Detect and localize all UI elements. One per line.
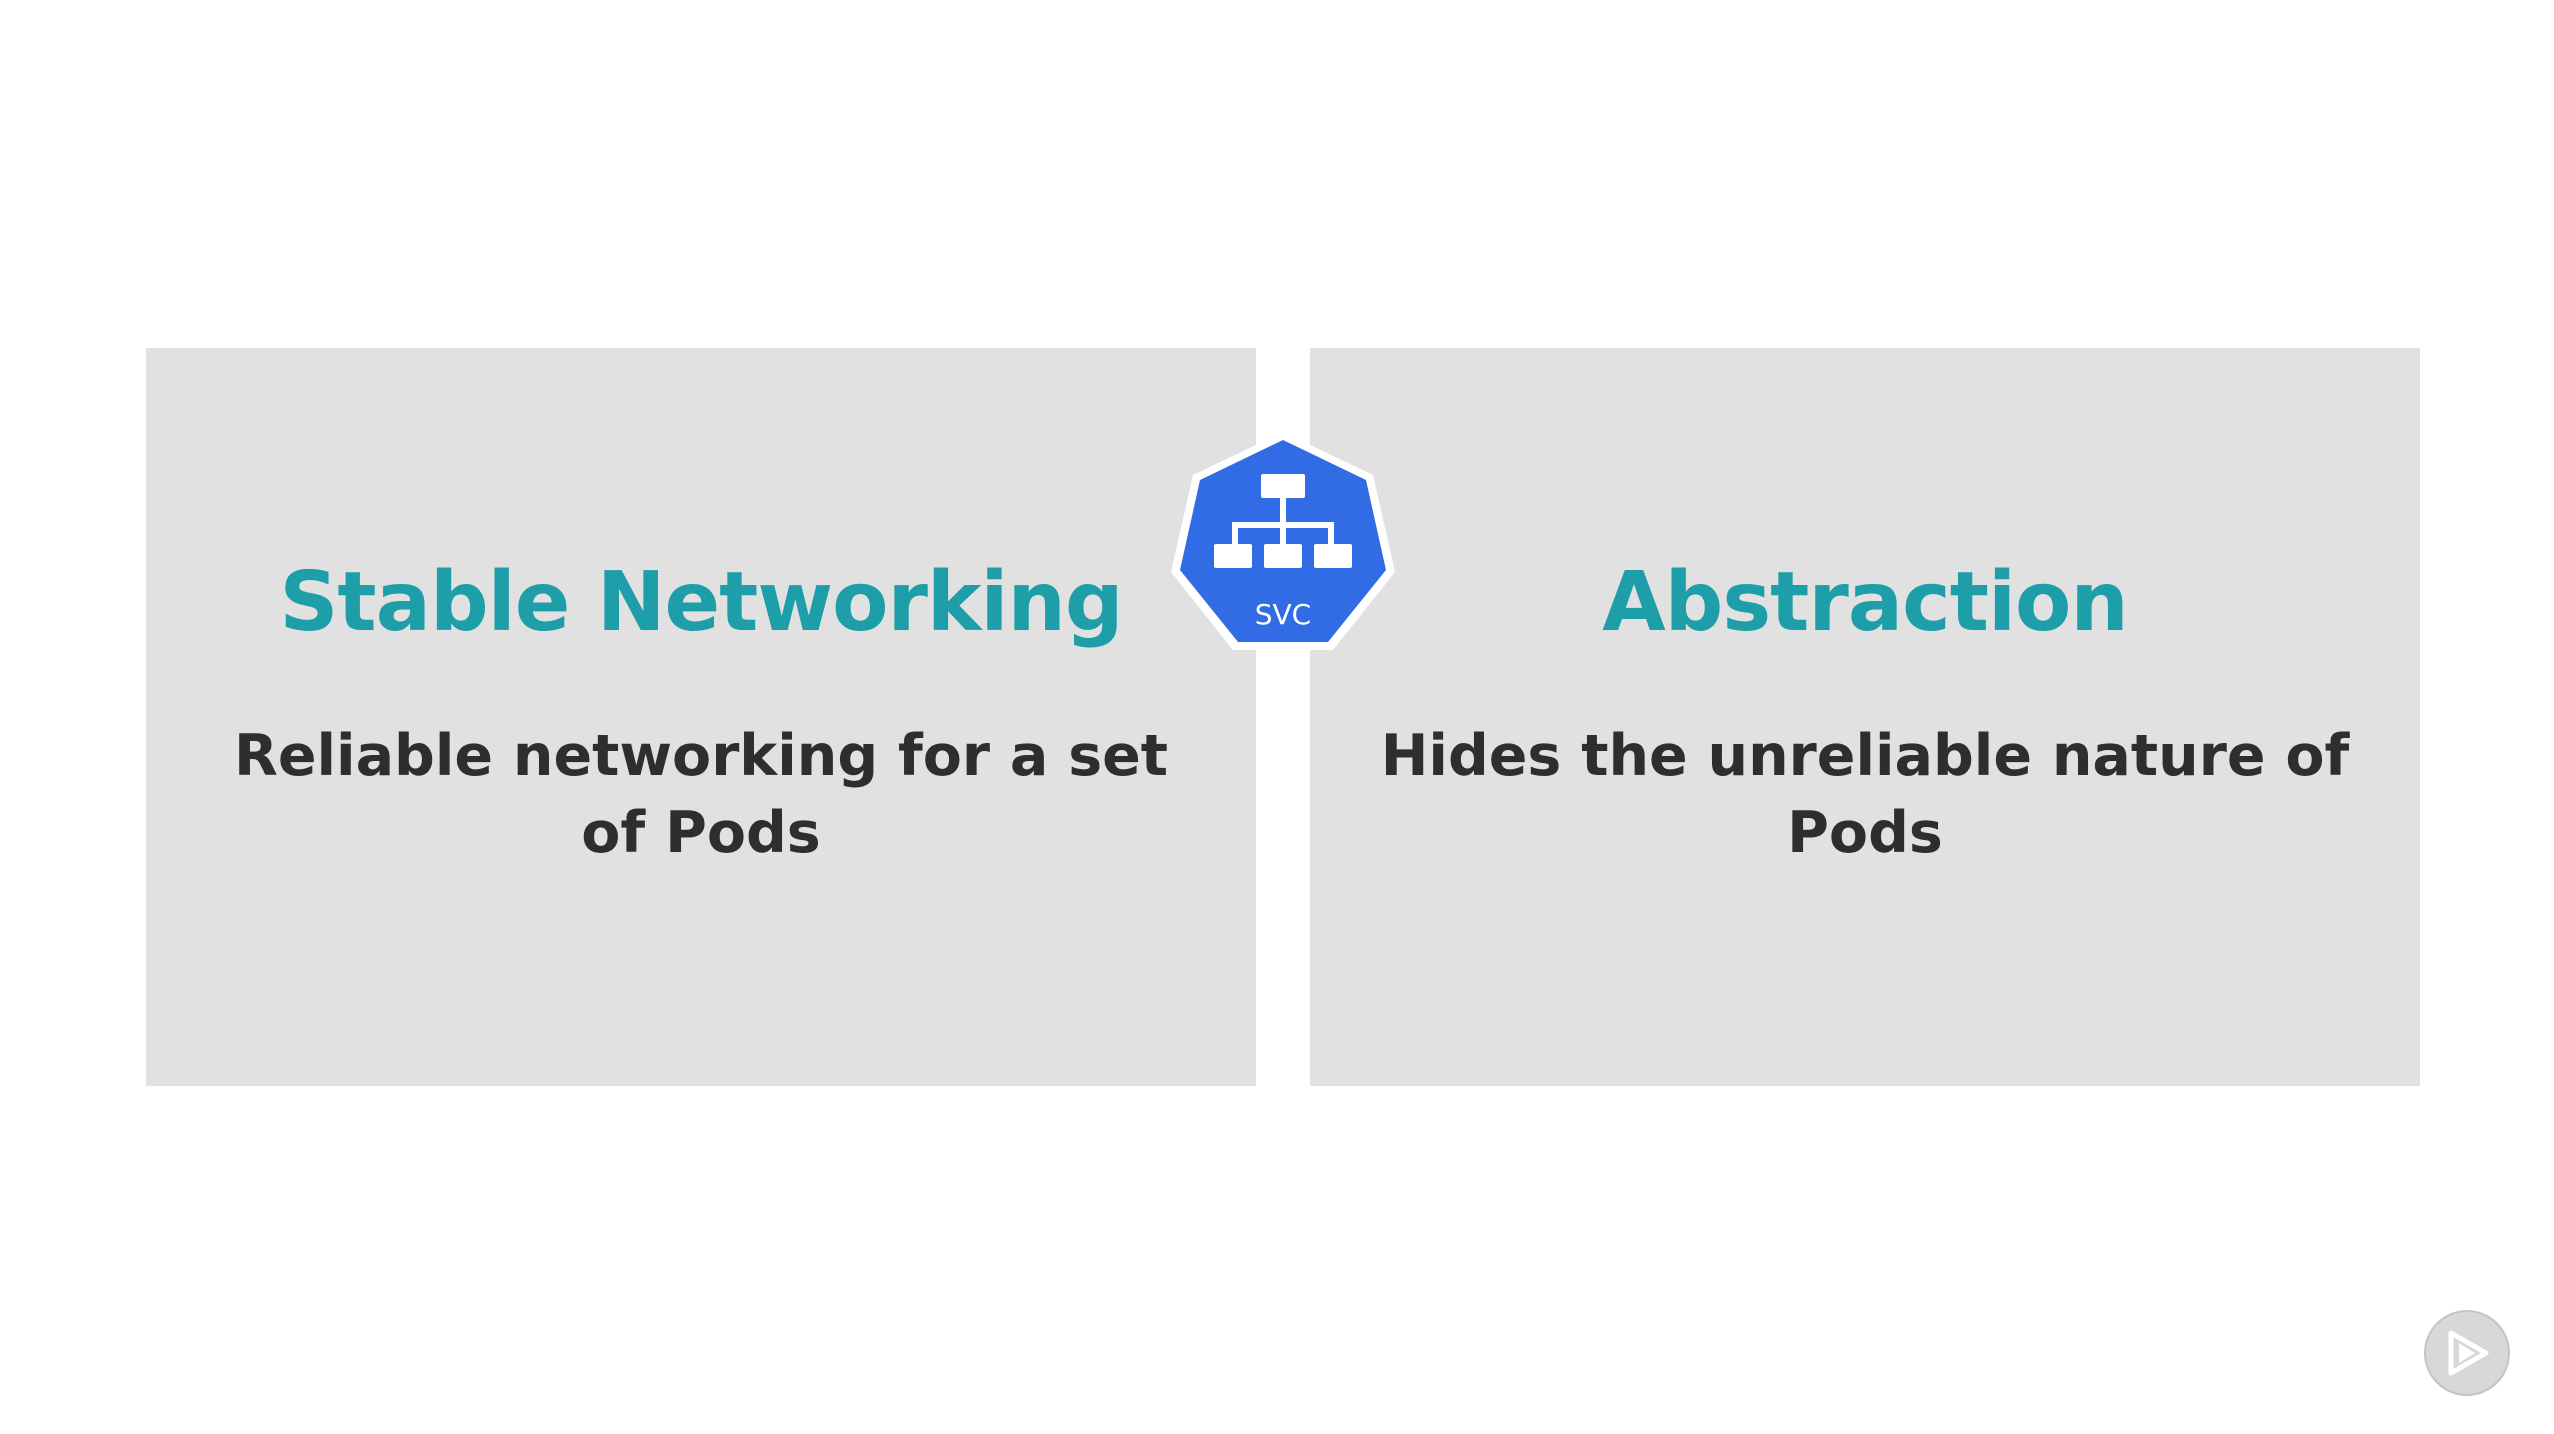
stable-networking-card: Stable Networking Reliable networking fo… [146, 348, 1256, 1086]
tree-branch-left [1232, 522, 1238, 546]
card-description: Reliable networking for a set of Pods [233, 723, 1169, 866]
tree-root-node [1261, 474, 1305, 498]
abstraction-card: Abstraction Hides the unreliable nature … [1310, 348, 2420, 1086]
tree-trunk [1280, 498, 1286, 524]
card-title: Stable Networking [279, 555, 1123, 650]
tree-branch-middle [1280, 522, 1286, 546]
card-description: Hides the unreliable nature of Pods [1380, 723, 2350, 866]
svc-label: SVC [1255, 598, 1311, 631]
tree-leaf-node [1214, 544, 1252, 568]
play-logo-icon[interactable] [2422, 1308, 2512, 1398]
tree-leaf-node [1264, 544, 1302, 568]
tree-leaf-node [1314, 544, 1352, 568]
card-title: Abstraction [1602, 555, 2129, 650]
tree-branch-right [1328, 522, 1334, 546]
service-network-icon: SVC [1171, 432, 1395, 650]
